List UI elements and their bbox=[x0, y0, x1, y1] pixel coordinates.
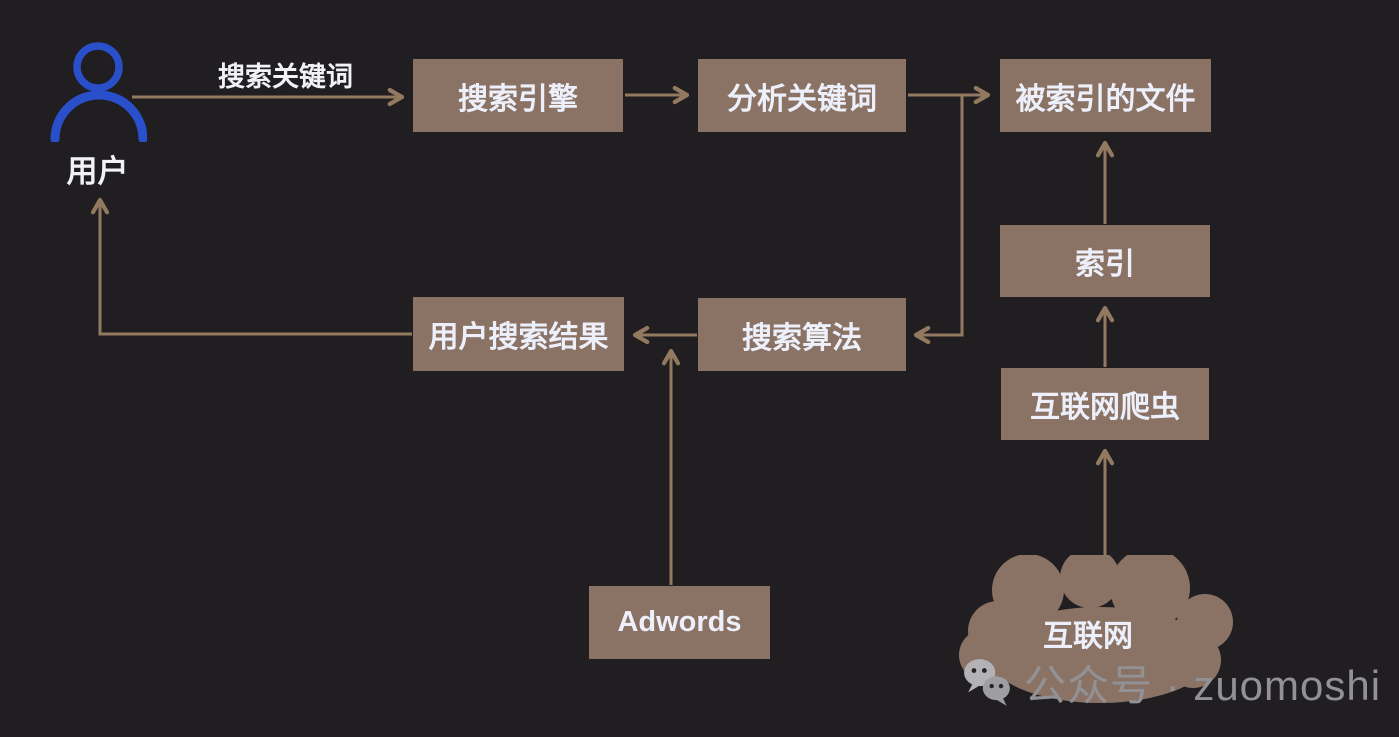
wechat-icon bbox=[964, 658, 1010, 706]
watermark-text: 公众号 · zuomoshi bbox=[1024, 662, 1382, 709]
user-icon bbox=[50, 42, 147, 142]
watermark: 公众号 · zuomoshi bbox=[962, 652, 1381, 713]
node-search-algorithm: 搜索算法 bbox=[698, 298, 906, 371]
node-analyze-keywords: 分析关键词 bbox=[698, 59, 906, 132]
node-index: 索引 bbox=[1000, 225, 1210, 297]
edge-label-search-keywords: 搜索关键词 bbox=[218, 62, 353, 92]
arrow-results-to-user bbox=[90, 197, 412, 336]
node-web-crawler: 互联网爬虫 bbox=[1001, 368, 1209, 440]
node-adwords: Adwords bbox=[589, 586, 770, 659]
node-search-engine: 搜索引擎 bbox=[413, 59, 623, 132]
internet-cloud-shape bbox=[959, 555, 1233, 703]
internet-cloud-label: 互联网 bbox=[1043, 620, 1133, 653]
user-label: 用户 bbox=[66, 154, 129, 189]
node-indexed-files: 被索引的文件 bbox=[1000, 59, 1211, 132]
node-user-search-results: 用户搜索结果 bbox=[413, 297, 624, 371]
arrow-branch-to-search-algorithm bbox=[913, 96, 964, 345]
